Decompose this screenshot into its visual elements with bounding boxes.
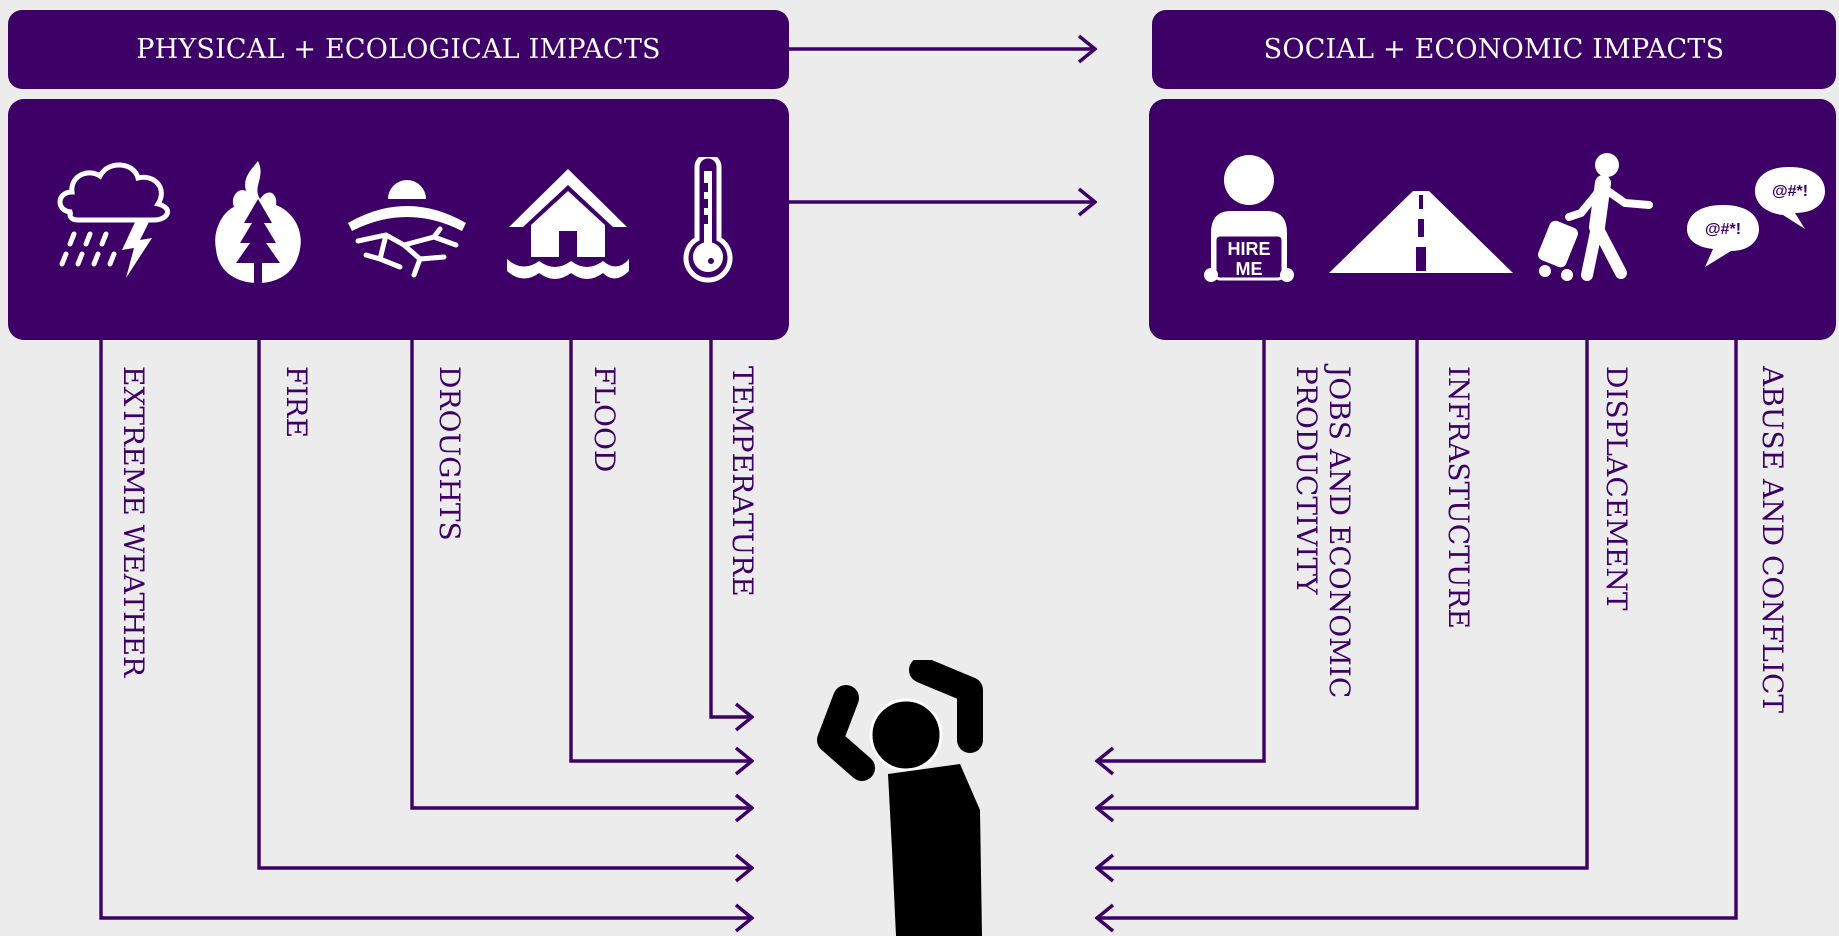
traveler-with-luggage-icon [1538, 153, 1653, 281]
label-temperature: TEMPERATURE [726, 366, 760, 597]
jobs-connector [1097, 340, 1266, 761]
thermometer-icon [683, 157, 733, 283]
droughts-connector [410, 340, 752, 808]
temperature-connector [709, 340, 752, 717]
label-displacement: DISPLACEMENT [1600, 366, 1634, 611]
abuse-connector [1097, 340, 1738, 918]
physical-ecological-header: PHYSICAL + ECOLOGICAL IMPACTS [8, 10, 789, 89]
social-economic-title: SOCIAL + ECONOMIC IMPACTS [1263, 34, 1725, 65]
label-droughts: DROUGHTS [433, 366, 467, 541]
social-icons-panel: HIRE ME @#*! @#*! [1149, 99, 1836, 340]
flooded-house-icon [507, 169, 629, 279]
label-abuse-and-conflict: ABUSE AND CONFLICT [1756, 366, 1790, 714]
bubble-text-top: @#*! [1772, 183, 1808, 200]
social-economic-header: SOCIAL + ECONOMIC IMPACTS [1152, 10, 1836, 89]
drought-icon [348, 180, 466, 278]
hire-me-person-icon: HIRE ME [1204, 155, 1294, 282]
label-jobs-economic-productivity: JOBS AND ECONOMIC PRODUCTIVITY [1290, 366, 1356, 698]
flood-connector [569, 340, 752, 761]
fire-connector [257, 340, 752, 868]
label-infrastructure: INFRASTUCTURE [1442, 366, 1476, 629]
angry-speech-bubbles-icon: @#*! @#*! [1687, 167, 1825, 267]
label-jobs-line1: JOBS AND ECONOMIC [1323, 366, 1357, 699]
distressed-person-figure [817, 660, 983, 936]
forest-fire-icon [215, 161, 301, 283]
infrastructure-connector [1097, 340, 1419, 808]
road-icon [1329, 191, 1513, 273]
label-extreme-weather: EXTREME WEATHER [117, 366, 151, 678]
label-flood: FLOOD [588, 366, 622, 473]
extreme-weather-connector [99, 340, 752, 918]
bubble-text-bottom: @#*! [1705, 221, 1741, 238]
label-jobs-line2: PRODUCTIVITY [1290, 366, 1324, 595]
label-fire: FIRE [280, 366, 314, 439]
hire-sign-line1: HIRE [1227, 239, 1270, 259]
physical-icons-panel [8, 99, 789, 340]
physical-ecological-title: PHYSICAL + ECOLOGICAL IMPACTS [136, 34, 661, 65]
storm-cloud-icon [57, 162, 170, 278]
displacement-connector [1097, 340, 1589, 868]
hire-sign-line2: ME [1236, 259, 1263, 279]
